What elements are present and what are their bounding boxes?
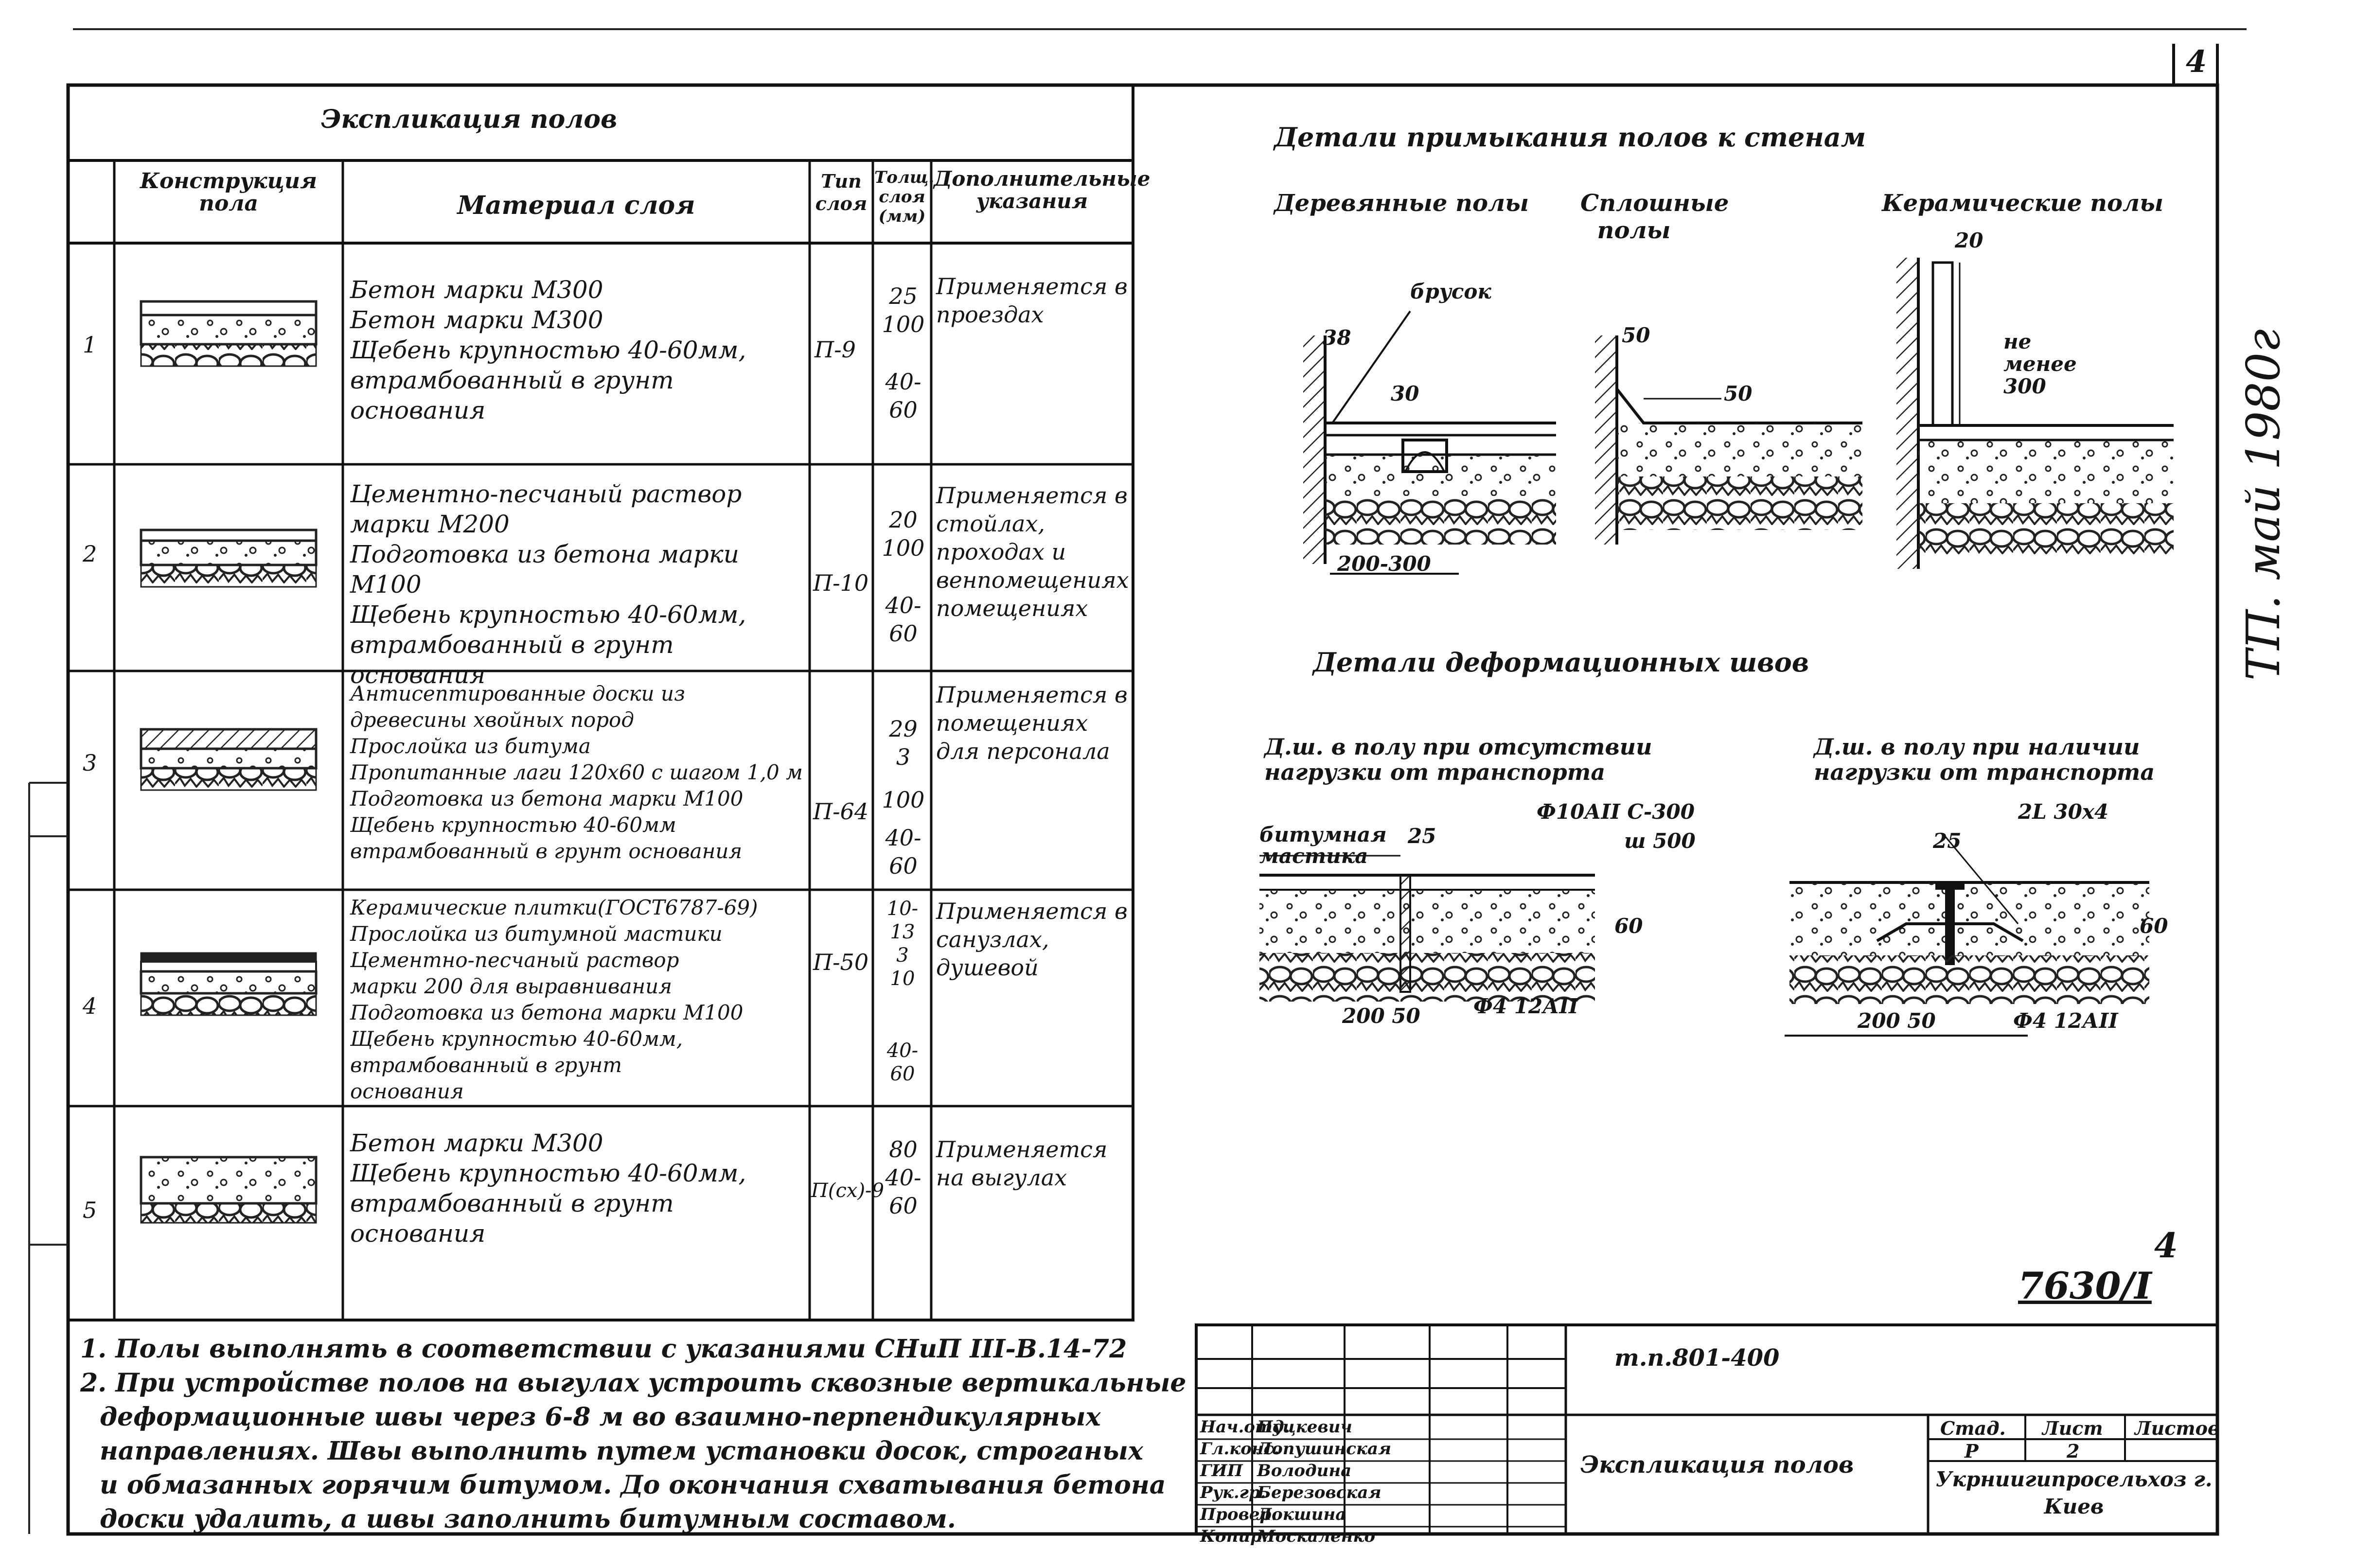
- row-4-number: 4: [83, 993, 97, 1019]
- dim-60-left: 60: [1614, 914, 1643, 938]
- row-3-type: П-64: [813, 798, 869, 825]
- row-2-type: П-10: [813, 570, 869, 596]
- joints-title: Детали деформационных швов: [1313, 647, 1809, 678]
- row-3-materials: Антисептированные доски из древесины хво…: [350, 682, 803, 863]
- drawing-code: 7630/I: [2018, 1264, 2152, 1307]
- right-bar: Ф4 12АII: [2013, 1009, 2118, 1033]
- explication-title: Экспликация полов: [321, 105, 618, 134]
- left-dims: 200 50: [1342, 1004, 1420, 1028]
- row-2-materials: Цементно-песчаный раствор марки М200 Под…: [350, 480, 746, 689]
- dim-60-right: 60: [2140, 914, 2168, 938]
- row-1-materials: Бетон марки М300 Бетон марки М300 Щебень…: [350, 276, 746, 424]
- row-2-number: 2: [83, 541, 97, 567]
- dim-20: 20: [1955, 229, 1983, 252]
- right-dims: 200 50: [1858, 1009, 1936, 1033]
- detail-solid-floor: [1595, 335, 1862, 545]
- roles-list: Нач.отд. Гл.конс. ГИП Рук.гр. Провер. Ко…: [1200, 1417, 1290, 1546]
- header-type: Тип слоя: [815, 170, 868, 214]
- header-construction: Конструкция пола: [140, 169, 317, 216]
- floor-sketch-4: [140, 952, 318, 1016]
- label-not-less: не менее 300: [2003, 330, 2077, 398]
- dim-range: 200-300: [1337, 552, 1431, 576]
- row-2-notes: Применяется в стойлах, проходах и венпом…: [936, 482, 1129, 621]
- row-4-materials: Керамические плитки(ГОСТ6787-69) Прослой…: [350, 896, 758, 1103]
- dim-25-left: 25: [1408, 824, 1436, 848]
- row-3-notes: Применяется в помещениях для персонала: [936, 682, 1128, 764]
- header-material: Материал слоя: [457, 191, 695, 220]
- dim-38: 38: [1323, 326, 1351, 350]
- row-5-notes: Применяется на выгулах: [936, 1136, 1108, 1191]
- label-bitumen: битумная мастика: [1259, 823, 1387, 868]
- label-w500: ш 500: [1624, 829, 1696, 853]
- row-1-notes: Применяется в проездах: [936, 273, 1128, 328]
- sheet-header: Лист: [2042, 1417, 2103, 1439]
- joint-left-caption: Д.ш. в полу при отсутствии нагрузки от т…: [1264, 734, 1652, 785]
- floor-sketch-1: [140, 300, 318, 367]
- row-1-number: 1: [83, 332, 97, 358]
- row-5-thickness: 80 40-60: [885, 1136, 921, 1219]
- organization: Укрниигипросельхоз г. Киев: [1935, 1467, 2213, 1518]
- side-mark: ТП. май 1980г: [2237, 329, 2290, 681]
- joint-no-traffic: [1259, 855, 1595, 1002]
- names-list: Пуцкевич Лопушинская Володина Березовска…: [1257, 1417, 1392, 1546]
- drawing-code-top: 4: [2154, 1225, 2178, 1266]
- dim-25-right: 25: [1933, 829, 1962, 853]
- row-1-type: П-9: [815, 336, 856, 363]
- dim-50-right: 50: [1724, 382, 1753, 405]
- sub-wood: Деревянные полы: [1274, 190, 1529, 217]
- sheet-value: 2: [2067, 1440, 2080, 1462]
- row-4-thickness: 10-13 3 10 40-60: [886, 898, 919, 1085]
- label-angle: 2L 30x4: [2018, 800, 2109, 824]
- sheets-header: Листов: [2135, 1417, 2220, 1439]
- row-2-thickness: 20 100 40-60: [882, 507, 925, 647]
- sub-solid: Сплошные полы: [1580, 190, 1729, 244]
- project-code: т.п.801-400: [1614, 1344, 1780, 1372]
- label-rebar: Ф10АII С-300: [1537, 800, 1695, 824]
- sheet-name: Экспликация полов: [1580, 1451, 1854, 1479]
- row-3-thickness: 29 3 100 40-60: [882, 716, 925, 879]
- detail-ceramic-floor: [1896, 258, 2174, 569]
- dim-50-left: 50: [1622, 323, 1650, 347]
- floor-sketch-2: [140, 529, 318, 588]
- row-4-notes: Применяется в санузлах, душевой: [936, 898, 1128, 981]
- joint-with-traffic: [1785, 836, 2149, 1037]
- joint-right-caption: Д.ш. в полу при наличии нагрузки от тран…: [1814, 734, 2155, 785]
- sub-ceramic: Керамические полы: [1882, 190, 2163, 217]
- row-5-number: 5: [83, 1197, 97, 1223]
- row-5-materials: Бетон марки М300 Щебень крупностью 40-60…: [350, 1129, 746, 1248]
- dim-30: 30: [1391, 382, 1419, 405]
- row-4-type: П-50: [813, 949, 869, 975]
- row-5-type: П(сх)-9: [811, 1180, 885, 1202]
- left-bar: Ф4 12АII: [1473, 994, 1578, 1018]
- row-3-number: 3: [83, 750, 97, 776]
- page-number: 4: [2186, 44, 2207, 79]
- row-1-thickness: 25 100 40-60: [882, 283, 925, 423]
- floor-sketch-3: [140, 728, 318, 791]
- header-thickness: Толщ. слоя (мм): [874, 168, 935, 226]
- floor-sketch-5: [140, 1156, 318, 1224]
- stage-header: Стад.: [1940, 1417, 2006, 1439]
- detail-wood-floor: [1303, 310, 1556, 575]
- header-notes: Дополнительные указания: [934, 167, 1151, 213]
- details-title: Детали примыкания полов к стенам: [1274, 122, 1866, 153]
- stage-value: Р: [1965, 1440, 1979, 1462]
- label-bracket: брусок: [1410, 280, 1491, 303]
- footnotes: 1. Полы выполнять в соответствии с указа…: [80, 1334, 1186, 1534]
